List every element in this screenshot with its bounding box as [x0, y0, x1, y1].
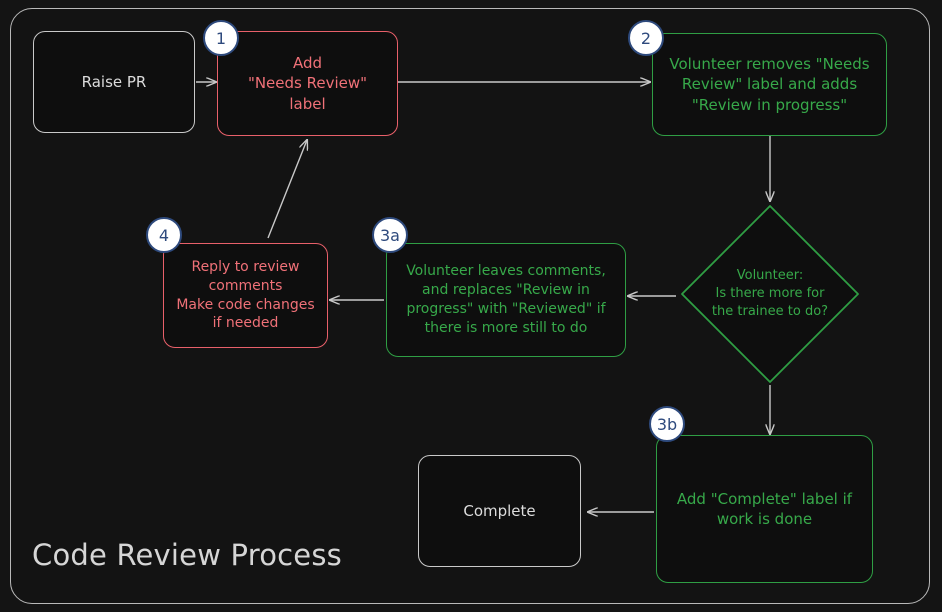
node-volunteer-removes[interactable]: Volunteer removes "Needs Review" label a…: [652, 33, 887, 136]
node-decision-label: Volunteer: Is there more for the trainee…: [711, 267, 829, 320]
node-add-complete-label-text: Add "Complete" label if work is done: [676, 489, 853, 528]
diagram-title: Code Review Process: [32, 538, 342, 572]
badge-step-3a-label: 3a: [380, 225, 400, 245]
node-add-needs-review-label: Add "Needs Review" label: [247, 54, 368, 113]
badge-step-1[interactable]: 1: [203, 20, 239, 56]
node-reply-to-review[interactable]: Reply to review comments Make code chang…: [163, 243, 328, 348]
node-add-complete-label[interactable]: Add "Complete" label if work is done: [656, 435, 873, 583]
badge-step-3a[interactable]: 3a: [372, 217, 408, 253]
diamond-shape: [681, 205, 859, 383]
node-raise-pr-label: Raise PR: [81, 72, 147, 91]
badge-step-1-label: 1: [215, 28, 227, 48]
badge-step-2[interactable]: 2: [628, 20, 664, 56]
badge-step-2-label: 2: [640, 28, 652, 48]
node-add-needs-review[interactable]: Add "Needs Review" label: [217, 31, 398, 136]
badge-step-3b-label: 3b: [656, 414, 678, 434]
node-decision-more-work[interactable]: Volunteer: Is there more for the trainee…: [679, 203, 861, 385]
node-volunteer-leaves-comments-label: Volunteer leaves comments, and replaces …: [406, 263, 606, 336]
node-volunteer-leaves-comments[interactable]: Volunteer leaves comments, and replaces …: [386, 243, 626, 357]
node-raise-pr[interactable]: Raise PR: [33, 31, 195, 133]
node-reply-to-review-label: Reply to review comments Make code chang…: [176, 258, 315, 332]
node-complete[interactable]: Complete: [418, 455, 581, 567]
node-volunteer-removes-label: Volunteer removes "Needs Review" label a…: [669, 55, 870, 114]
badge-step-3b[interactable]: 3b: [649, 406, 685, 442]
badge-step-4-label: 4: [158, 225, 170, 245]
node-complete-label: Complete: [463, 501, 536, 520]
badge-step-4[interactable]: 4: [146, 217, 182, 253]
